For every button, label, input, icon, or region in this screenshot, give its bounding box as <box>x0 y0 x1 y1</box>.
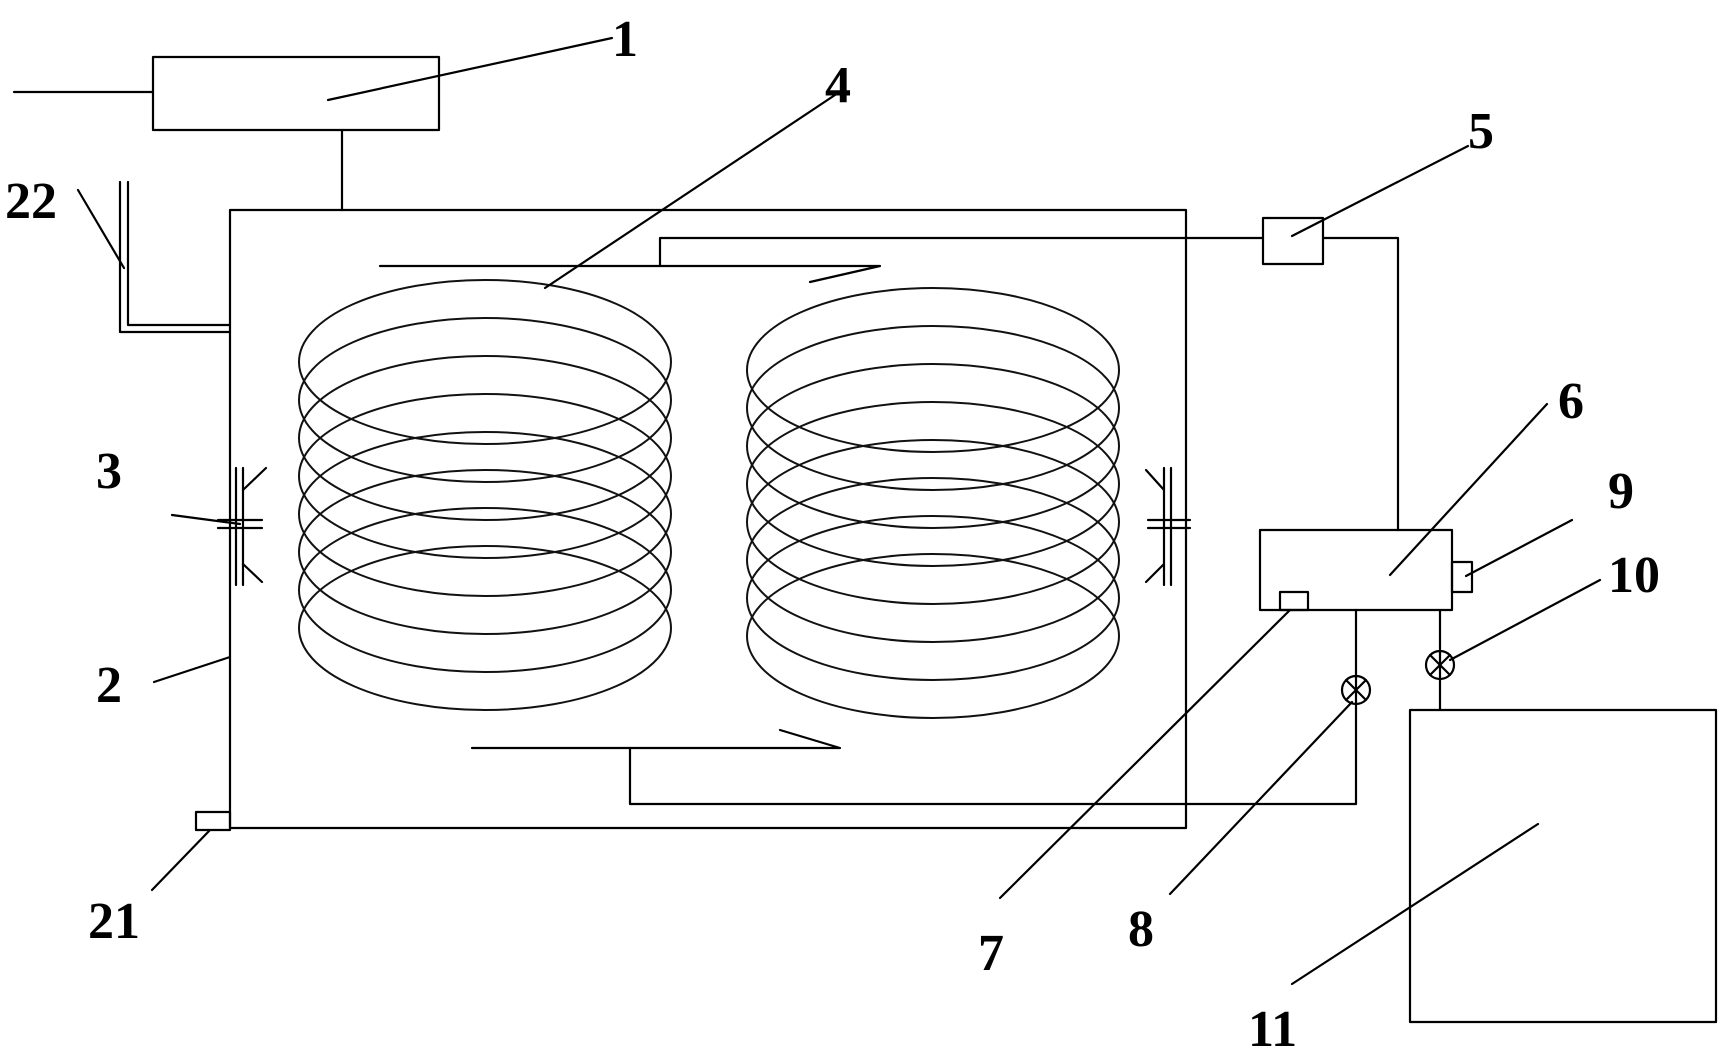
component-11-tank <box>1408 708 1718 1024</box>
label-7: 7 <box>978 925 1004 982</box>
label-21: 21 <box>88 893 140 950</box>
component-6-box <box>1258 528 1454 612</box>
upper-pipe <box>658 236 1265 268</box>
label-22: 22 <box>5 173 57 230</box>
component-labels: 1 4 5 22 3 6 9 10 2 21 7 8 11 <box>5 11 1660 1054</box>
label-11: 11 <box>1248 1001 1297 1054</box>
label-8: 8 <box>1128 901 1154 958</box>
label-2: 2 <box>96 657 122 714</box>
leader-lines <box>76 36 1602 986</box>
component-10-valve <box>1424 649 1456 681</box>
coil-left <box>298 279 672 711</box>
label-4: 4 <box>825 57 851 114</box>
component-21-block <box>194 810 232 832</box>
component-5-box <box>1261 216 1325 266</box>
label-3: 3 <box>96 443 122 500</box>
label-5: 5 <box>1468 103 1494 160</box>
lower-pipe <box>628 608 1358 806</box>
component-8-valve <box>1340 674 1372 706</box>
component-7-sensor <box>1278 590 1310 612</box>
label-6: 6 <box>1558 373 1584 430</box>
component-4-coils <box>298 264 1120 750</box>
component-1-box <box>12 55 441 212</box>
component-22-pipe <box>118 180 232 334</box>
coil-right <box>746 287 1120 719</box>
label-1: 1 <box>612 11 638 68</box>
component-9-port <box>1450 560 1474 594</box>
label-9: 9 <box>1608 463 1634 520</box>
component-3-left-fixture <box>216 466 268 587</box>
right-fixture <box>1144 466 1192 587</box>
label-10: 10 <box>1608 547 1660 604</box>
